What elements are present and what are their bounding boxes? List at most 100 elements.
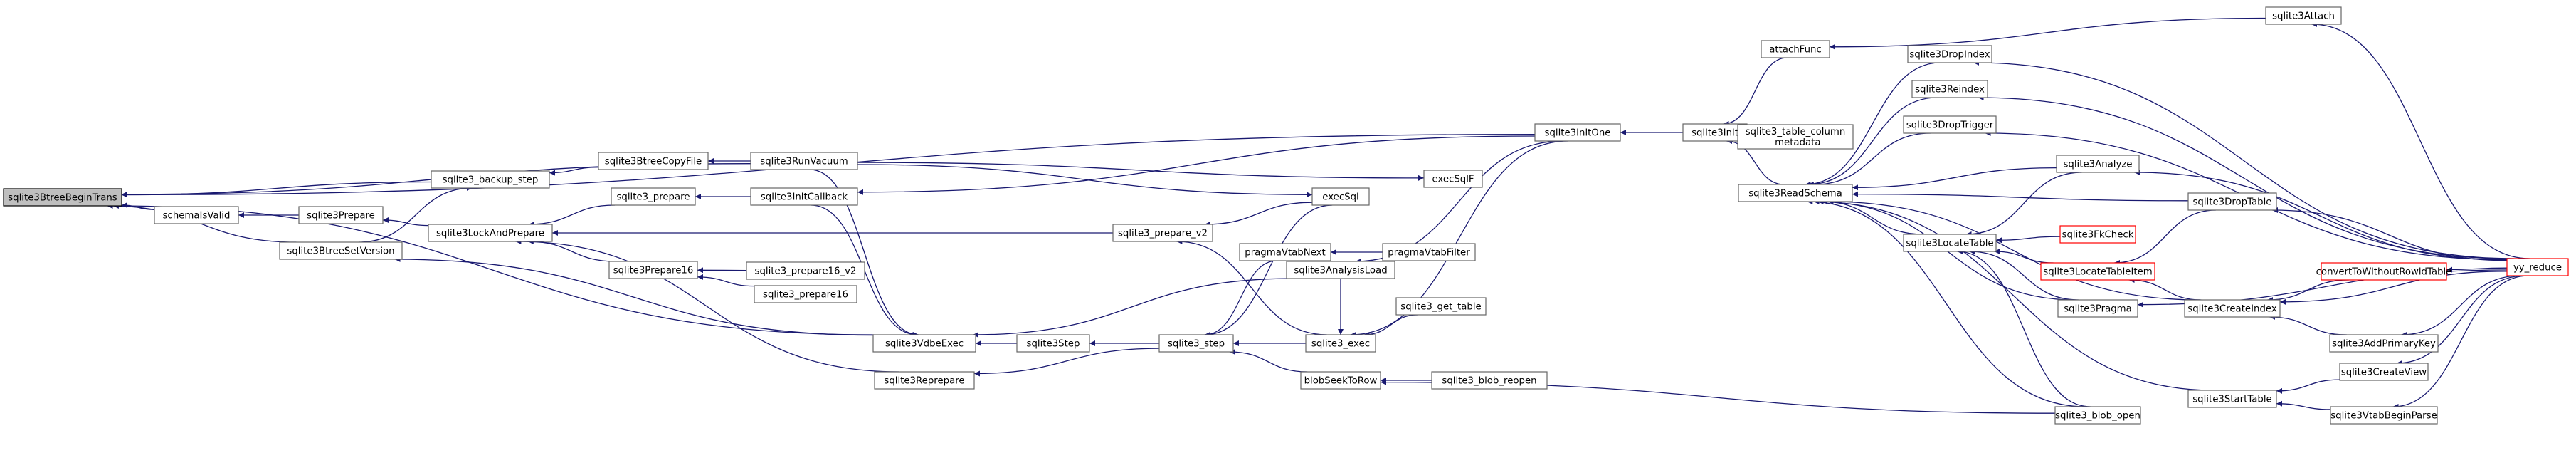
call-edge xyxy=(1969,249,2079,301)
function-node[interactable]: sqlite3_blob_open xyxy=(2054,406,2141,425)
function-node[interactable]: sqlite3Attach xyxy=(2265,6,2342,25)
function-node[interactable]: sqlite3LocateTableItem xyxy=(2040,262,2155,281)
node-label: sqlite3BtreeBeginTrans xyxy=(8,193,117,204)
function-node[interactable]: sqlite3CreateIndex xyxy=(2184,299,2281,318)
function-node[interactable]: sqlite3_step xyxy=(1158,334,1234,353)
function-node[interactable]: sqlite3_exec xyxy=(1305,334,1376,353)
node-box xyxy=(279,241,403,260)
function-node[interactable]: sqlite3Init xyxy=(1682,123,1748,142)
call-edge xyxy=(2276,400,2331,410)
function-node[interactable]: sqlite3AddPrimaryKey xyxy=(2329,334,2439,353)
function-node[interactable]: sqlite3_blob_reopen xyxy=(1431,371,1548,390)
function-node[interactable]: sqlite3StartTable xyxy=(2187,390,2277,408)
node-label: sqlite3DropTable xyxy=(2193,197,2272,208)
node-box xyxy=(1761,40,1830,58)
node-label: attachFunc xyxy=(1769,45,1822,56)
node-label: sqlite3_step xyxy=(1168,339,1225,350)
function-node[interactable]: sqlite3_prepare xyxy=(611,187,696,206)
node-box xyxy=(2329,334,2439,353)
function-node[interactable]: sqlite3FkCheck xyxy=(2059,225,2136,244)
function-node[interactable]: sqlite3ReadSchema xyxy=(1738,184,1853,202)
node-label: sqlite3_table_column xyxy=(1746,127,1846,137)
call-edge xyxy=(1822,199,1923,235)
function-node[interactable]: sqlite3Prepare16 xyxy=(608,261,698,279)
node-label-line2: _metadata xyxy=(1769,137,1820,148)
function-node[interactable]: sqlite3DropTrigger xyxy=(1903,115,1997,134)
function-node[interactable]: sqlite3Reprepare xyxy=(874,371,975,390)
node-box xyxy=(2321,262,2447,281)
node-box xyxy=(750,187,858,206)
node-label: sqlite3RunVacuum xyxy=(760,157,848,167)
function-node[interactable]: sqlite3_prepare16 xyxy=(754,285,857,303)
node-box xyxy=(1737,124,1854,150)
function-node[interactable]: sqlite3LockAndPrepare xyxy=(428,224,553,242)
call-edge xyxy=(1957,249,2091,407)
call-edge xyxy=(1965,172,2082,237)
function-node[interactable]: convertToWithoutRowidTable xyxy=(2316,262,2452,281)
call-edge xyxy=(857,164,1313,198)
function-node[interactable]: sqlite3BtreeSetVersion xyxy=(279,241,403,260)
node-label: sqlite3Reindex xyxy=(1915,85,1985,95)
function-node[interactable]: sqlite3RunVacuum xyxy=(750,152,858,170)
function-node[interactable]: sqlite3InitOne xyxy=(1534,123,1621,142)
node-box xyxy=(2040,262,2155,281)
call-edge xyxy=(2279,271,2508,305)
node-label: sqlite3Step xyxy=(1027,339,1080,350)
function-node[interactable]: pragmaVtabNext xyxy=(1239,243,1331,261)
call-edge xyxy=(973,348,1160,377)
function-node[interactable]: pragmaVtabFilter xyxy=(1382,243,1476,261)
node-label: sqlite3_blob_reopen xyxy=(1442,376,1536,387)
node-label: sqlite3_blob_open xyxy=(2055,411,2140,422)
function-node[interactable]: sqlite3Pragma xyxy=(2057,299,2138,318)
function-node[interactable]: sqlite3LocateTable xyxy=(1903,234,1997,252)
function-node[interactable]: sqlite3Reindex xyxy=(1911,80,1988,98)
function-node[interactable]: sqlite3Analyze xyxy=(2056,155,2140,173)
node-label: sqlite3AnalysisLoad xyxy=(1294,266,1387,276)
function-node[interactable]: sqlite3DropTable xyxy=(2187,192,2277,211)
call-edge xyxy=(2271,207,2508,261)
function-node[interactable]: schemaIsValid xyxy=(154,206,239,224)
call-edge xyxy=(112,203,875,335)
call-edge xyxy=(697,274,755,287)
node-label: sqlite3Prepare16 xyxy=(613,266,694,276)
node-box xyxy=(1911,80,1988,98)
node-box xyxy=(2265,6,2342,25)
function-node[interactable]: sqlite3_get_table xyxy=(1395,297,1487,316)
function-node[interactable]: sqlite3BtreeCopyFile xyxy=(598,152,709,170)
call-edge xyxy=(1852,167,2057,191)
function-node[interactable]: sqlite3_table_column_metadata xyxy=(1737,124,1854,150)
function-node[interactable]: sqlite3VdbeExec xyxy=(872,334,976,353)
function-node[interactable]: blobSeekToRow xyxy=(1300,371,1381,390)
function-node[interactable]: execSqlF xyxy=(1423,170,1483,188)
node-label: sqlite3_prepare xyxy=(617,192,690,203)
function-node[interactable]: sqlite3InitCallback xyxy=(750,187,858,206)
call-edge xyxy=(1363,314,1418,338)
function-node[interactable]: sqlite3_backup_step xyxy=(431,170,550,189)
node-box xyxy=(608,261,698,279)
function-node[interactable]: sqlite3BtreeBeginTrans xyxy=(3,188,122,207)
function-node[interactable]: sqlite3_prepare16_v2 xyxy=(746,261,865,280)
call-edge xyxy=(528,204,616,227)
call-edge xyxy=(1204,260,1277,338)
node-box xyxy=(1239,243,1331,261)
function-node[interactable]: execSql xyxy=(1311,187,1370,206)
call-edge xyxy=(809,169,919,338)
function-node[interactable]: sqlite3Prepare xyxy=(298,206,384,224)
call-edge xyxy=(1813,199,2215,391)
node-box xyxy=(2059,225,2136,244)
call-edge xyxy=(2134,170,2508,261)
function-node[interactable]: sqlite3VtabBeginParse xyxy=(2330,406,2438,425)
node-box xyxy=(1903,234,1997,252)
function-node[interactable]: sqlite3DropIndex xyxy=(1907,45,1992,63)
node-label: sqlite3ReadSchema xyxy=(1748,189,1842,199)
function-node[interactable]: sqlite3Step xyxy=(1016,334,1090,353)
function-node[interactable]: yy_reduce xyxy=(2506,258,2569,276)
function-node[interactable]: sqlite3AnalysisLoad xyxy=(1286,261,1395,279)
node-label: sqlite3Reprepare xyxy=(884,376,964,387)
function-node[interactable]: sqlite3_prepare_v2 xyxy=(1112,224,1213,242)
node-label: pragmaVtabNext xyxy=(1245,248,1325,259)
function-node[interactable]: sqlite3CreateView xyxy=(2339,363,2429,381)
node-box xyxy=(1903,115,1997,134)
function-node[interactable]: attachFunc xyxy=(1761,40,1830,58)
